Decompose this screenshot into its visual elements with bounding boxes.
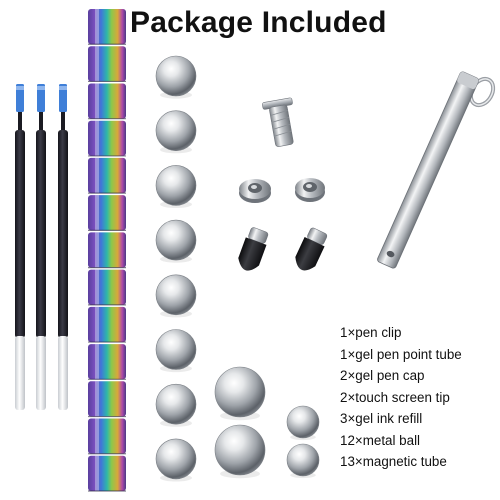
metal-balls [155,55,320,482]
magnetic-tube-segment [88,157,126,194]
package-contents-list: 1×pen clip 1×gel pen point tube 2×gel pe… [340,322,500,473]
gel-pen-cap [239,179,271,203]
magnetic-tube-segment [88,9,126,45]
magnetic-tube-segment [88,455,126,492]
metal-ball [286,443,320,479]
contents-item-gel-pen-point-tube: 1×gel pen point tube [340,346,462,362]
metal-ball [155,165,197,208]
touch-screen-tip [238,227,269,271]
magnetic-tube-segment [88,344,126,380]
touch-screen-tips [238,227,328,271]
magnetic-tube-segment [88,418,126,455]
magnetic-tube-segment [88,83,126,120]
gel-pen-cap [295,178,325,202]
refill [58,84,68,410]
refill [36,84,46,410]
contents-item-metal-ball: 12×metal ball [340,432,421,448]
pen-clip [377,71,496,269]
magnetic-tube-segment [88,232,126,269]
magnetic-tube-segment [88,381,126,418]
touch-screen-tip [295,227,328,271]
magnetic-tube-segment [88,120,126,157]
refill [15,84,25,410]
metal-ball [155,383,197,427]
contents-item-gel-pen-cap: 2×gel pen cap [340,368,425,383]
metal-ball [155,274,197,318]
contents-item-touch-screen-tip: 2×touch screen tip [340,389,450,405]
magnetic-tube-stack [88,9,126,492]
contents-item-magnetic-tube: 13×magnetic tube [340,454,447,469]
metal-ball [155,55,197,99]
gel-pen-caps [239,178,325,203]
metal-ball [214,366,266,421]
gel-pen-point-tube [262,97,294,147]
magnetic-tube-segment [88,46,126,83]
metal-ball [155,219,197,263]
magnetic-tube-segment [88,269,126,306]
metal-ball [155,110,197,154]
contents-item-pen-clip: 1×pen clip [340,325,402,340]
metal-ball [155,329,197,373]
metal-ball [155,438,197,482]
magnetic-tube-segment [88,195,126,231]
magnetic-tube-segment [88,306,126,343]
gel-ink-refills [15,84,68,410]
package-title: Package Included [130,6,387,39]
metal-ball [214,424,266,479]
contents-item-gel-ink-refill: 3×gel ink refill [340,411,423,426]
metal-ball [286,405,320,441]
